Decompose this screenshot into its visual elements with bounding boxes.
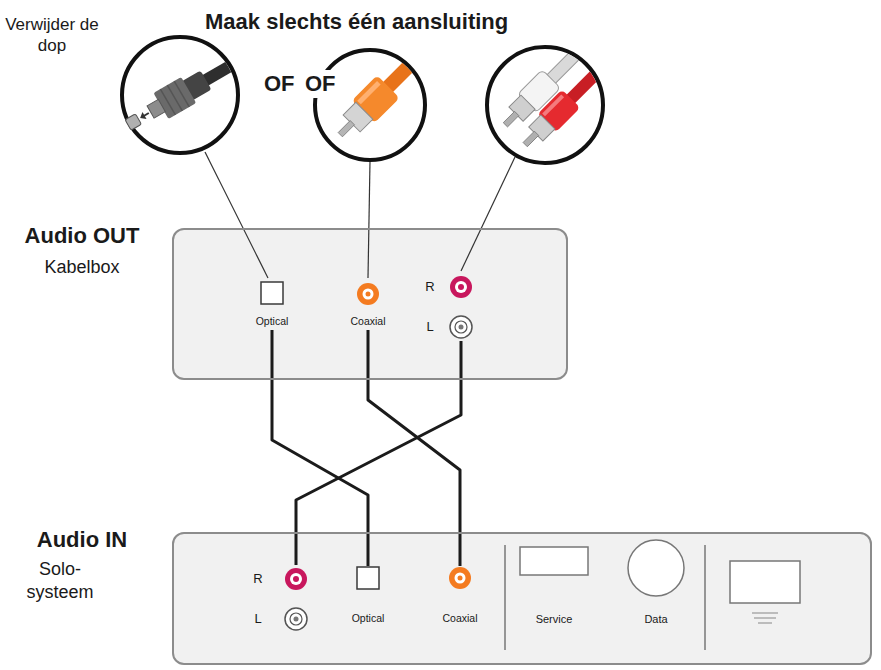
optical-plug-callout-part — [147, 99, 165, 118]
optical-plug-callout-part — [125, 114, 141, 130]
analog-plug-callout-part — [487, 47, 603, 163]
optical-plug-callout-part — [167, 85, 182, 111]
coaxial-port-symbol — [449, 567, 471, 589]
panel-detail-part — [758, 622, 772, 624]
rca-jack-symbol — [455, 281, 467, 293]
coaxial-plug-callout-part — [381, 42, 433, 94]
analog-plug-callout — [487, 29, 621, 163]
rca-jack-symbol — [290, 573, 302, 585]
leader-line-part — [368, 161, 370, 278]
coaxial-port-symbol — [356, 282, 380, 306]
device-name: Solo-systeem — [15, 558, 105, 604]
optical-port-symbol — [261, 282, 283, 304]
coaxial-port-symbol — [357, 283, 379, 305]
leader-line-part — [205, 152, 268, 278]
leader-line — [205, 152, 515, 278]
instruction-note: Verwijder de dop — [2, 14, 102, 56]
analog-plug-callout-part — [496, 29, 620, 153]
optical-port: Optical — [349, 566, 388, 627]
coaxial-plug-callout-part — [329, 36, 439, 146]
coaxial-port-symbol — [448, 566, 472, 590]
panel-detail-part — [704, 545, 706, 650]
channel-label: R — [423, 279, 437, 295]
rca-jack-symbol — [459, 325, 464, 330]
port-label: Coaxial — [442, 612, 477, 625]
device-box: Audio INSolo-systeemRLOpticalCoaxial — [172, 532, 872, 665]
coaxial-plug-callout-part — [338, 121, 354, 137]
analog-port-pair: RL — [248, 565, 310, 633]
optical-plug-callout-part — [174, 81, 189, 107]
channel-label: R — [251, 571, 265, 587]
optical-plug-callout-part — [122, 37, 238, 153]
rca-jack-symbol — [450, 316, 472, 338]
diagram-title: Maak slechts één aansluiting — [205, 8, 508, 36]
optical-port: Optical — [253, 281, 292, 330]
audio-cable — [272, 330, 368, 566]
optical-plug-callout-part — [121, 42, 257, 138]
analog-plug-callout-part — [565, 54, 616, 105]
analog-plug-callout-part — [523, 131, 539, 147]
port-label: Optical — [256, 315, 289, 328]
coaxial-port: Coaxial — [347, 282, 389, 330]
panel-detail-part — [754, 617, 776, 619]
rca-jack-symbol — [458, 284, 464, 290]
rca-jack-symbol — [285, 568, 307, 590]
channel-label: L — [251, 611, 265, 627]
rca-jack-symbol — [294, 617, 299, 622]
port-label: Service — [536, 612, 573, 626]
leader-line-part — [461, 157, 515, 271]
device-name: Kabelbox — [2, 256, 162, 279]
device-fill — [172, 228, 872, 665]
port-label: Data — [644, 612, 667, 626]
optical-port-symbol — [356, 566, 380, 590]
rca-jack-symbol — [455, 321, 467, 333]
panel-detail-part — [628, 540, 684, 596]
device-fill-part — [172, 532, 872, 665]
coaxial-plug-callout-part — [329, 36, 439, 146]
coaxial-port-symbol — [363, 289, 374, 300]
coaxial-port-symbol — [455, 573, 466, 584]
device-heading: Audio OUT — [2, 222, 162, 250]
analog-plug-callout-part — [542, 94, 564, 116]
rca-jack-symbol — [285, 608, 307, 630]
channel-label: L — [423, 319, 437, 335]
optical-port-symbol — [260, 281, 284, 305]
or-label: OF — [262, 70, 297, 98]
port-label: Coaxial — [350, 315, 385, 328]
device-heading: Audio IN — [2, 526, 162, 554]
coaxial-plug-callout-part — [315, 50, 425, 160]
panel-detail-part — [752, 612, 778, 614]
rca-jack-symbol — [293, 576, 299, 582]
analog-port-pair: RL — [420, 273, 475, 341]
panel-detail-part — [504, 545, 506, 650]
or-label: OF — [303, 70, 338, 98]
panel-detail — [505, 540, 800, 650]
coaxial-port-symbol — [458, 576, 463, 581]
device-fill-part — [172, 228, 568, 380]
audio-cable — [368, 330, 460, 566]
rca-jack-symbol — [450, 276, 472, 298]
panel-detail-part — [730, 561, 800, 603]
rca-jack-symbol — [290, 613, 302, 625]
coaxial-port-symbol — [366, 292, 371, 297]
device-box: Audio OUTKabelboxOpticalCoaxialRL — [172, 228, 568, 380]
optical-port-symbol — [357, 567, 379, 589]
port-label: Optical — [352, 612, 385, 625]
analog-plug-callout-part — [503, 111, 519, 127]
analog-plug-callout-part — [496, 29, 620, 153]
optical-plug-callout — [121, 37, 257, 153]
coaxial-plug-callout-part — [357, 81, 380, 104]
coaxial-port: Coaxial — [439, 566, 481, 627]
panel-detail-part — [520, 547, 588, 575]
optical-plug-callout-part — [143, 42, 257, 125]
